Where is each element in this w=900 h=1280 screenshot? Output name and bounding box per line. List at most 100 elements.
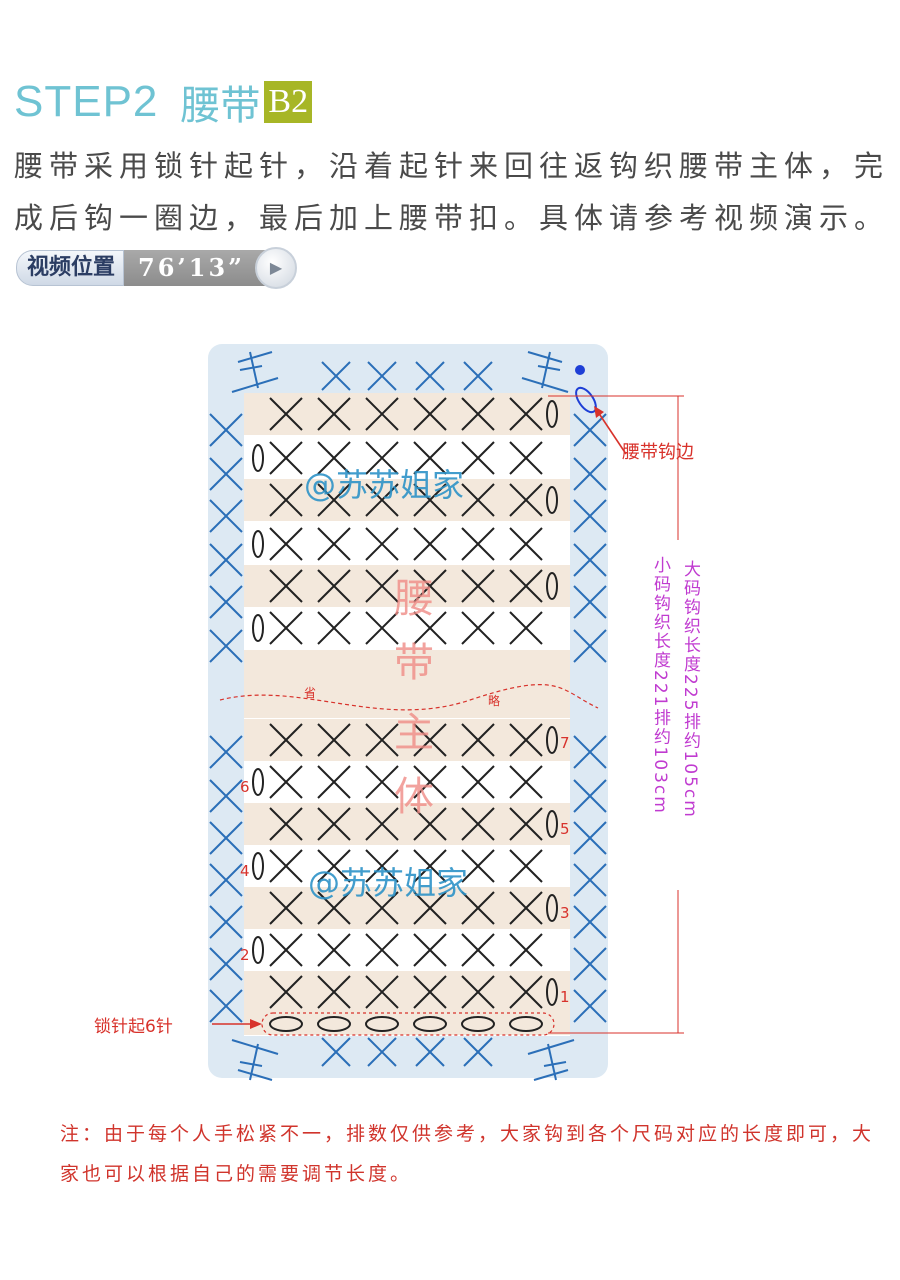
x-stroke <box>269 933 303 967</box>
x-stroke <box>413 723 447 757</box>
stitch-x <box>365 975 399 1009</box>
x-stroke <box>365 569 399 603</box>
x-stroke <box>461 933 495 967</box>
border-x <box>209 863 243 897</box>
border-x <box>463 1037 493 1067</box>
x-stroke <box>461 611 495 645</box>
x-stroke <box>573 585 607 619</box>
x-stroke <box>321 361 351 391</box>
stitch-x <box>317 807 351 841</box>
stitch-x <box>269 849 303 883</box>
play-icon[interactable]: ▶ <box>254 247 297 289</box>
corner-stitch <box>527 1039 575 1081</box>
x-stroke <box>461 397 495 431</box>
border-x <box>209 585 243 619</box>
x-stroke <box>209 629 243 663</box>
row-band <box>244 1013 570 1035</box>
x-stroke <box>317 397 351 431</box>
row-band <box>244 761 570 803</box>
corner-stitch <box>231 351 279 393</box>
x-stroke <box>365 527 399 561</box>
corner-stroke <box>239 1061 263 1067</box>
x-stroke <box>317 807 351 841</box>
body-char: 带 <box>394 640 434 686</box>
x-stroke <box>209 989 243 1023</box>
step-title: STEP2 腰带 B2 <box>14 74 313 130</box>
border-x <box>209 947 243 981</box>
stitch-x <box>365 807 399 841</box>
stitch-x <box>461 933 495 967</box>
x-stroke <box>317 765 351 799</box>
x-stroke <box>413 611 447 645</box>
x-stroke <box>461 723 495 757</box>
stitch-x <box>413 527 447 561</box>
border-x <box>573 499 607 533</box>
x-stroke <box>365 933 399 967</box>
x-stroke <box>509 397 543 431</box>
chain-stitch <box>546 400 558 428</box>
stitch-x <box>365 849 399 883</box>
stitch-x <box>269 527 303 561</box>
stitch-x <box>317 891 351 925</box>
edge-arrowhead <box>594 406 604 418</box>
border-x <box>415 361 445 391</box>
stitch-x <box>269 569 303 603</box>
x-stroke <box>209 543 243 577</box>
x-stroke <box>509 765 543 799</box>
stitch-x <box>509 849 543 883</box>
x-stroke <box>413 441 447 475</box>
watermark-bottom: @苏苏姐家 <box>308 864 468 902</box>
row-band <box>244 607 570 649</box>
x-stroke <box>509 527 543 561</box>
chain-stitch <box>252 530 264 558</box>
stitch-x <box>269 723 303 757</box>
start-chain <box>413 1016 447 1032</box>
stitch-x <box>461 975 495 1009</box>
x-stroke <box>269 483 303 517</box>
x-stroke <box>573 905 607 939</box>
x-stroke <box>317 849 351 883</box>
start-chain <box>461 1016 495 1032</box>
row-number: 2 <box>240 946 250 964</box>
body-char: 体 <box>394 774 434 820</box>
x-stroke <box>209 821 243 855</box>
x-stroke <box>365 441 399 475</box>
x-stroke <box>413 975 447 1009</box>
corner-stroke <box>541 351 551 389</box>
stitch-x <box>413 569 447 603</box>
omit-wave <box>219 684 599 711</box>
x-stroke <box>413 527 447 561</box>
chain-stitch <box>546 894 558 922</box>
step-name: 腰带 <box>180 83 261 129</box>
x-stroke <box>317 527 351 561</box>
stitch-x <box>461 611 495 645</box>
stitch-x <box>269 975 303 1009</box>
row-band <box>244 887 570 929</box>
x-stroke <box>509 933 543 967</box>
border-x <box>209 629 243 663</box>
stitch-x <box>317 723 351 757</box>
x-stroke <box>509 975 543 1009</box>
row-number: 5 <box>560 820 570 838</box>
stitch-x <box>509 933 543 967</box>
stitch-x <box>461 723 495 757</box>
x-stroke <box>463 361 493 391</box>
x-stroke <box>317 441 351 475</box>
stitch-x <box>365 723 399 757</box>
stitch-x <box>317 569 351 603</box>
row-band <box>244 393 570 435</box>
corner-stroke <box>521 377 569 393</box>
row-number: 3 <box>560 904 570 922</box>
border-x <box>573 735 607 769</box>
x-stroke <box>509 483 543 517</box>
x-stroke <box>365 611 399 645</box>
x-stroke <box>209 905 243 939</box>
stitch-x <box>461 849 495 883</box>
x-stroke <box>573 499 607 533</box>
stitch-x <box>413 849 447 883</box>
border-x <box>573 413 607 447</box>
start-dot <box>575 365 585 375</box>
omit-left-label: 省 <box>304 686 316 700</box>
border-x <box>573 863 607 897</box>
